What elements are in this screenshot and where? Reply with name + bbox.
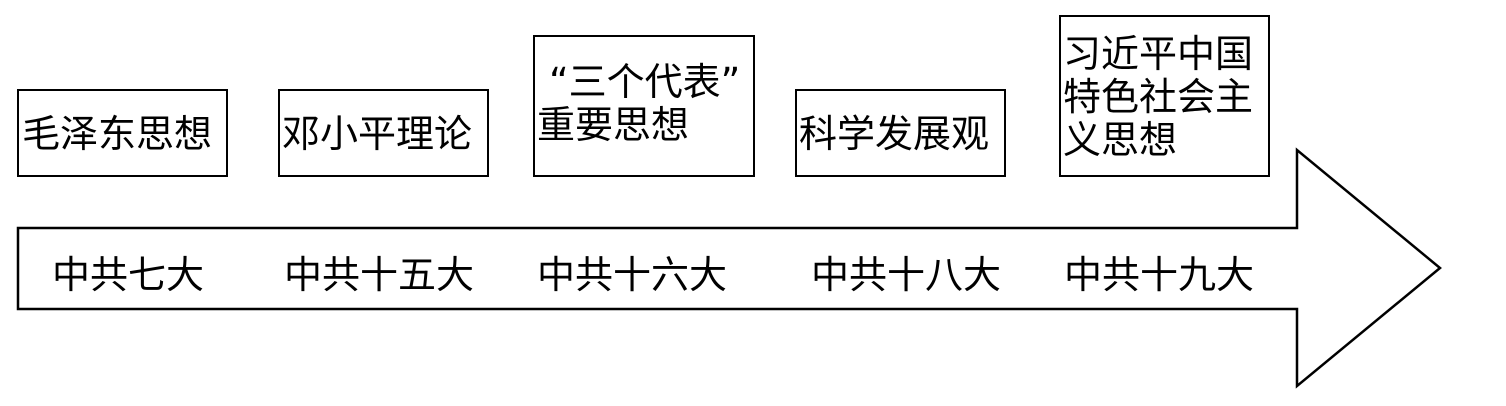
theory-text-line-2: 特色社会主 xyxy=(1063,75,1254,119)
congress-label-16th: 中共十六大 xyxy=(537,253,728,297)
theory-box-three-represents: “三个代表” 重要思想 xyxy=(533,35,755,177)
theory-box-deng-xiaoping-theory: 邓小平理论 xyxy=(278,89,489,177)
theory-text-line-3: 义思想 xyxy=(1063,118,1178,162)
arrow-shape xyxy=(16,147,1442,389)
theory-text: 毛泽东思想 xyxy=(22,112,213,156)
congress-label-18th: 中共十八大 xyxy=(811,253,1002,297)
theory-box-mao-zedong-thought: 毛泽东思想 xyxy=(17,89,228,177)
theory-box-xi-jinping-thought: 习近平中国 特色社会主 义思想 xyxy=(1059,15,1270,177)
congress-label-19th: 中共十九大 xyxy=(1064,253,1255,297)
theory-text-line-1: 习近平中国 xyxy=(1063,32,1254,76)
theory-text-line-1: “三个代表” xyxy=(549,60,741,104)
theory-box-scientific-outlook: 科学发展观 xyxy=(795,89,1006,177)
theory-text: 邓小平理论 xyxy=(282,112,473,156)
congress-label-7th: 中共七大 xyxy=(52,253,205,297)
congress-label-15th: 中共十五大 xyxy=(284,253,475,297)
theory-text: 科学发展观 xyxy=(799,112,990,156)
theory-text-line-2: 重要思想 xyxy=(537,103,690,147)
